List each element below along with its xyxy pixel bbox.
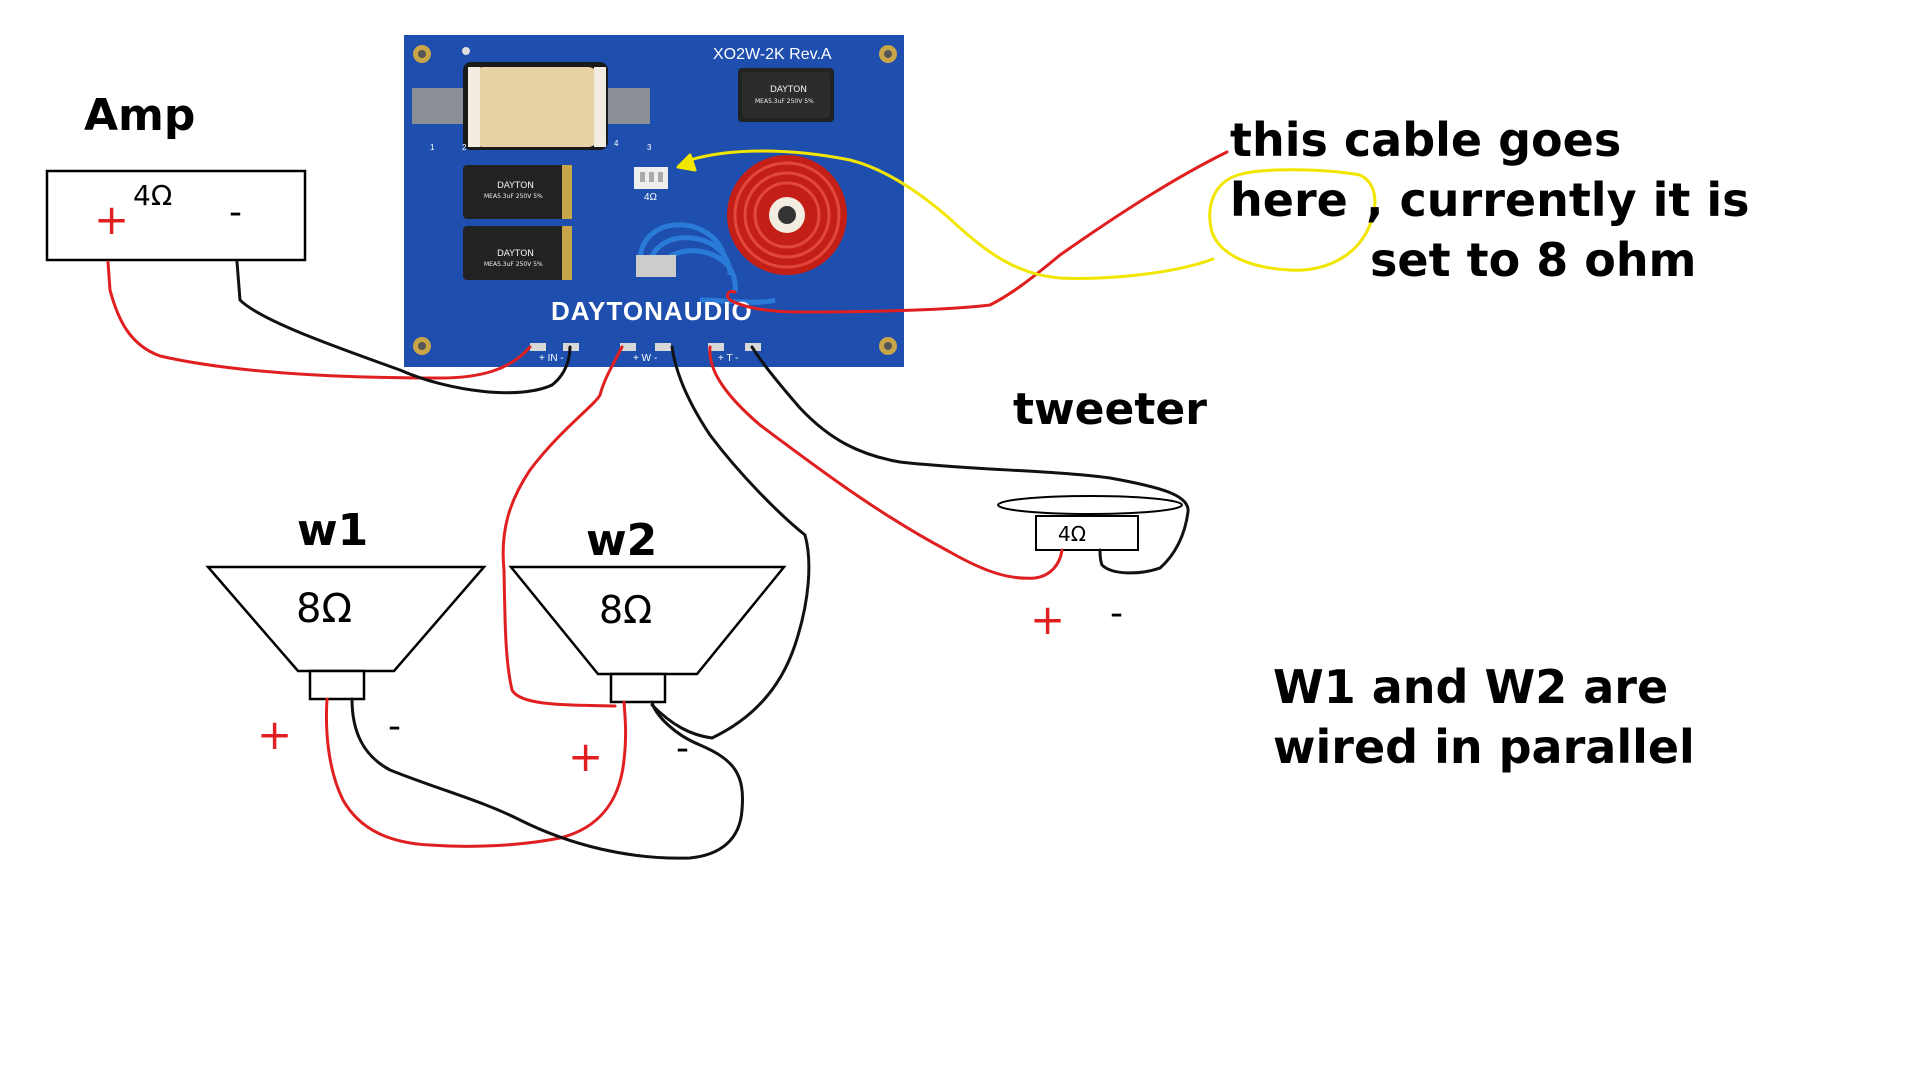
annotation-yellow-arrow [676,153,697,172]
tweeter: tweeter 4Ω + - [997,384,1207,644]
terminal-in-label: + IN - [539,353,564,364]
terminal-tweeter-label: + T - [718,353,738,364]
woofer1-minus: - [388,706,401,747]
tweeter-body [1035,515,1139,551]
tweeter-minus: - [1110,593,1123,634]
annotation-red-line [726,150,1229,314]
jumper-label: 4Ω [644,192,658,203]
amp-box [45,169,307,262]
note-cable-line1: this cable goes [1230,113,1621,167]
woofer2-plus: + [568,732,603,781]
coil-pin-4: 4 [614,139,619,148]
note-cable-line3: set to 8 ohm [1370,233,1697,287]
tweeter-rim [997,495,1183,515]
cap-top-brand: DAYTON [770,85,807,95]
woofer2-cone [508,565,787,676]
woofer1-title: w1 [297,505,368,556]
note-cable-line2-here: here [1230,173,1348,227]
coil-pin-3: 3 [647,143,652,152]
iron-core-inductor: 1 2 4 3 [412,62,652,152]
wire-t-negative [750,345,1190,575]
mounting-holes [413,45,897,355]
capacitor-left-1: DAYTON MEA5.3uF 250V 5% [463,165,572,219]
wire-w-positive-w1 [501,345,624,708]
impedance-jumper-header: 4Ω [634,167,668,203]
wire-amp-positive [106,260,532,380]
crossover-board: XO2W-2K Rev.A 1 2 4 3 DAYTON MEA5.3uF 25… [404,35,904,367]
amp-impedance: 4Ω [133,179,172,212]
cap-left1-brand: DAYTON [497,181,534,191]
woofer1-impedance: 8Ω [296,586,352,632]
cap-left2-brand: DAYTON [497,249,534,259]
amp: Amp + 4Ω - [45,90,307,262]
board-brand: DAYTONAUDIO [551,296,753,326]
woofer2-impedance: 8Ω [599,588,652,632]
board-model: XO2W-2K Rev.A [713,46,832,63]
woofer1-magnet [308,669,366,701]
notes: this cable goes here , currently it is s… [1230,113,1750,774]
cap-top-spec: MEA5.3uF 250V 5% [755,98,814,105]
blue-jumper-wires [636,222,776,305]
woofer-2: w2 8Ω + - [508,515,787,781]
cap-left1-spec: MEA5.3uF 250V 5% [484,193,543,200]
amp-minus: - [229,192,242,233]
woofer2-title: w2 [586,515,657,566]
wire-t-positive [708,345,1064,580]
annotation-yellow-circle [1208,168,1377,272]
capacitor-top: DAYTON MEA5.3uF 250V 5% [738,68,834,122]
woofer-1: w1 8Ω + - [205,505,487,759]
woofer2-magnet [609,672,667,704]
coil-pin-2: 2 [462,143,467,152]
note-parallel-line2: wired in parallel [1273,720,1695,774]
amp-plus: + [94,195,129,244]
woofer1-plus: + [257,710,292,759]
woofer1-cone [205,565,487,673]
note-cable-line2-rest: , currently it is [1366,173,1750,227]
tweeter-title: tweeter [1013,384,1207,435]
tweeter-impedance: 4Ω [1058,522,1086,546]
capacitor-left-2: DAYTON MEA5.3uF 250V 5% [463,226,572,280]
amp-title: Amp [84,90,195,141]
terminal-woofer-label: + W - [633,353,657,364]
tweeter-plus: + [1030,595,1065,644]
air-core-inductor [727,155,847,275]
note-parallel-line1: W1 and W2 are [1273,660,1668,714]
coil-pin-1: 1 [430,143,435,152]
wire-w1-negative-loop [350,697,744,860]
wire-w-negative [650,345,811,740]
wires [106,149,1377,860]
annotation-yellow-line [688,149,1215,280]
wire-w1-positive-loop [324,697,628,848]
cap-left2-spec: MEA5.3uF 250V 5% [484,261,543,268]
wire-amp-negative [235,260,572,395]
